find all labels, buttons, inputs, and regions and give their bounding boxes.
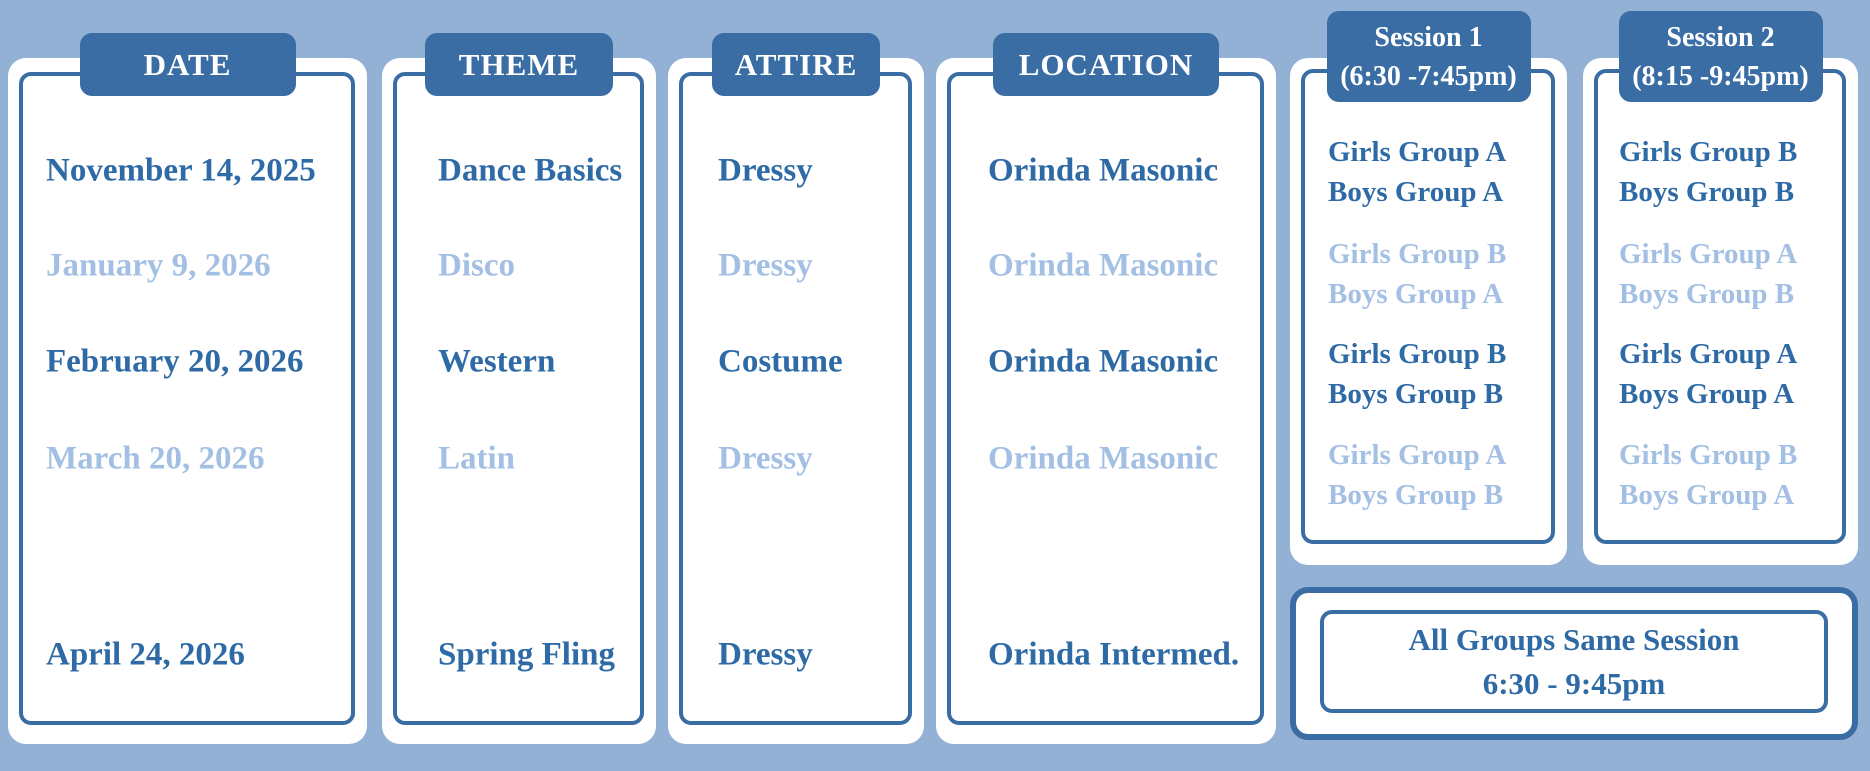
date-cell-2: January 9, 2026 — [46, 247, 271, 284]
column-card-theme: THEME Dance Basics Disco Western Latin S… — [382, 33, 656, 744]
date-cell-1: November 14, 2025 — [46, 152, 316, 189]
session-2-row-3: Girls Group A Boys Group A — [1619, 334, 1797, 414]
session-1-row-1-boys: Boys Group A — [1328, 176, 1504, 208]
theme-cell-5: Spring Fling — [438, 636, 615, 673]
all-groups-note-box: All Groups Same Session 6:30 - 9:45pm — [1290, 587, 1858, 740]
column-card-location: LOCATION Orinda Masonic Orinda Masonic O… — [936, 33, 1276, 744]
session-1-row-1: Girls Group A Boys Group A — [1328, 132, 1506, 212]
session-1-row-2-boys: Boys Group A — [1328, 278, 1504, 310]
column-header-date-label: DATE — [143, 47, 232, 82]
column-card-session-1: Session 1 (6:30 -7:45pm) Girls Group A B… — [1290, 11, 1567, 565]
theme-cell-2: Disco — [438, 247, 515, 284]
session-2-row-2: Girls Group A Boys Group B — [1619, 234, 1797, 314]
column-card-session-2: Session 2 (8:15 -9:45pm) Girls Group B B… — [1583, 11, 1858, 565]
session-2-header-time: (8:15 -9:45pm) — [1632, 61, 1809, 92]
all-groups-note-inner-border: All Groups Same Session 6:30 - 9:45pm — [1320, 610, 1828, 713]
column-header-session-1: Session 1 (6:30 -7:45pm) — [1326, 11, 1531, 102]
all-groups-note-line2: 6:30 - 9:45pm — [1482, 665, 1666, 701]
session-2-row-2-boys: Boys Group B — [1619, 278, 1795, 310]
location-cell-5: Orinda Intermed. — [988, 636, 1240, 673]
session-1-header-time: (6:30 -7:45pm) — [1340, 61, 1517, 92]
column-header-attire-label: ATTIRE — [734, 47, 858, 82]
session-2-row-1: Girls Group B Boys Group B — [1619, 132, 1797, 212]
column-header-theme-label: THEME — [458, 47, 580, 82]
session-2-row-4: Girls Group B Boys Group A — [1619, 435, 1797, 515]
session-2-row-4-boys: Boys Group A — [1619, 479, 1795, 511]
all-groups-note-line1: All Groups Same Session — [1408, 621, 1740, 657]
session-1-row-3-boys: Boys Group B — [1328, 378, 1504, 410]
attire-cell-2: Dressy — [718, 247, 813, 284]
session-2-row-3-boys: Boys Group A — [1619, 378, 1795, 410]
location-cell-4: Orinda Masonic — [988, 440, 1219, 477]
session-2-row-1-boys: Boys Group B — [1619, 176, 1795, 208]
session-1-row-4: Girls Group A Boys Group B — [1328, 435, 1506, 515]
session-1-header-title: Session 1 — [1374, 22, 1483, 53]
theme-cell-4: Latin — [438, 440, 516, 477]
date-cell-4: March 20, 2026 — [46, 440, 265, 477]
session-2-row-4-girls: Girls Group B — [1619, 439, 1798, 471]
theme-cell-1: Dance Basics — [438, 152, 623, 189]
date-cell-3: February 20, 2026 — [46, 343, 304, 380]
session-1-row-1-girls: Girls Group A — [1328, 136, 1507, 168]
column-card-date: DATE November 14, 2025 January 9, 2026 F… — [8, 33, 367, 744]
session-2-row-2-girls: Girls Group A — [1619, 238, 1798, 270]
attire-cell-4: Dressy — [718, 440, 813, 477]
session-2-row-3-girls: Girls Group A — [1619, 338, 1798, 370]
session-1-row-3-girls: Girls Group B — [1328, 338, 1507, 370]
attire-cell-3: Costume — [718, 343, 843, 380]
location-cell-2: Orinda Masonic — [988, 247, 1219, 284]
column-header-location-label: LOCATION — [1018, 47, 1194, 82]
attire-cell-5: Dressy — [718, 636, 813, 673]
attire-cell-1: Dressy — [718, 152, 813, 189]
location-cell-1: Orinda Masonic — [988, 152, 1219, 189]
session-1-row-2-girls: Girls Group B — [1328, 238, 1507, 270]
theme-cell-3: Western — [438, 343, 556, 380]
location-cell-3: Orinda Masonic — [988, 343, 1219, 380]
session-2-header-title: Session 2 — [1666, 22, 1775, 53]
session-2-row-1-girls: Girls Group B — [1619, 136, 1798, 168]
session-1-row-2: Girls Group B Boys Group A — [1328, 234, 1506, 314]
column-header-session-2: Session 2 (8:15 -9:45pm) — [1618, 11, 1823, 102]
column-header-attire: ATTIRE — [712, 33, 880, 96]
column-card-attire: ATTIRE Dressy Dressy Costume Dressy Dres… — [668, 33, 924, 744]
column-header-date: DATE — [79, 33, 296, 96]
session-1-row-4-boys: Boys Group B — [1328, 479, 1504, 511]
session-1-row-3: Girls Group B Boys Group B — [1328, 334, 1506, 414]
column-header-theme: THEME — [425, 33, 613, 96]
session-1-row-4-girls: Girls Group A — [1328, 439, 1507, 471]
column-header-location: LOCATION — [993, 33, 1219, 96]
date-cell-5: April 24, 2026 — [46, 636, 245, 673]
